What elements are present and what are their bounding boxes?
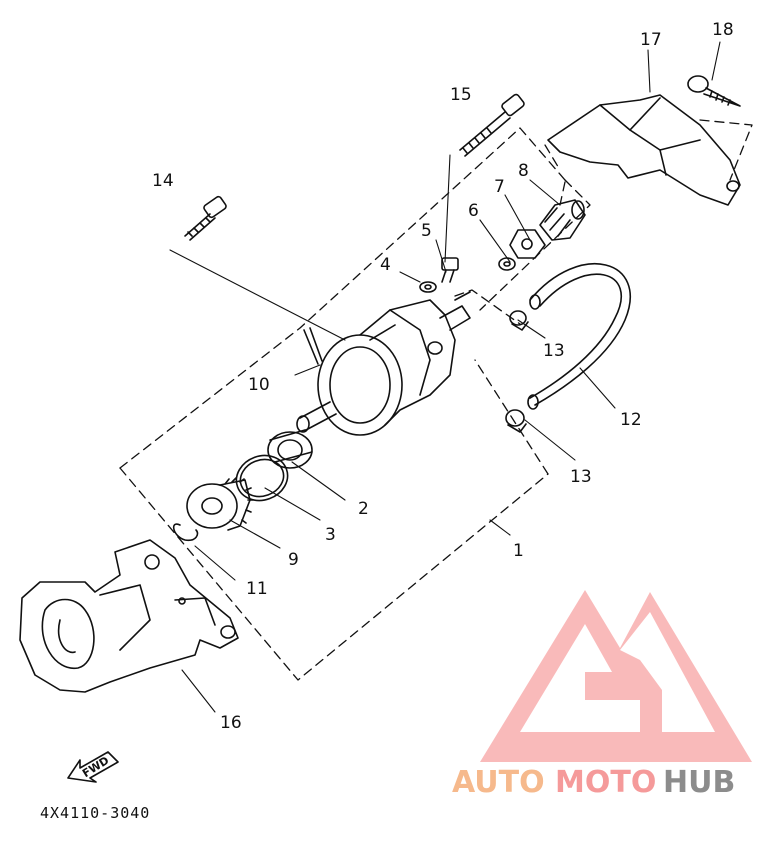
circlip-11-icon xyxy=(172,523,199,542)
brand-hub: HUB xyxy=(663,765,735,800)
callout-18: 18 xyxy=(712,20,734,40)
assembly-boundary-lines xyxy=(119,119,753,681)
callout-13-upper: 13 xyxy=(543,341,565,361)
callout-7: 7 xyxy=(494,177,505,197)
pin-10-icon xyxy=(303,327,323,365)
callout-4: 4 xyxy=(380,255,391,275)
callout-8: 8 xyxy=(518,161,529,181)
bearing-2-icon xyxy=(267,429,313,469)
callout-1: 1 xyxy=(513,541,524,561)
bracket-17-icon xyxy=(547,94,741,206)
automotohub-wordmark: AUTO MOTO HUB xyxy=(452,765,735,800)
callout-2: 2 xyxy=(358,499,369,519)
washer-6-icon xyxy=(498,257,516,271)
cover-16-icon xyxy=(19,539,239,693)
o-ring-3-icon xyxy=(235,454,289,502)
callout-14: 14 xyxy=(152,171,174,191)
callout-11: 11 xyxy=(246,579,268,599)
callout-3: 3 xyxy=(325,525,336,545)
plug-8-icon xyxy=(539,199,586,241)
washer-4-icon xyxy=(419,281,437,293)
brand-moto: MOTO xyxy=(555,765,656,800)
fwd-direction-arrow-icon xyxy=(67,751,119,783)
callout-15: 15 xyxy=(450,85,472,105)
hose-12-icon xyxy=(527,263,632,410)
clamp-13-lower-icon xyxy=(505,409,527,433)
fwd-label: FWD xyxy=(80,754,111,780)
callout-9: 9 xyxy=(288,550,299,570)
callout-17: 17 xyxy=(640,30,662,50)
bolt-15-icon xyxy=(459,93,525,157)
oil-pump-assembly-icon xyxy=(296,291,471,436)
gear-9-icon xyxy=(186,477,254,531)
callout-13-lower: 13 xyxy=(570,467,592,487)
part-number: 4X4110-3040 xyxy=(40,804,150,822)
bolt-5-icon xyxy=(441,257,459,283)
callout-16: 16 xyxy=(220,713,242,733)
brand-auto: AUTO xyxy=(452,765,545,800)
nut-7-icon xyxy=(509,229,546,259)
callout-12: 12 xyxy=(620,410,642,430)
callout-10: 10 xyxy=(248,375,270,395)
screw-18-icon xyxy=(687,75,741,107)
callout-labels: 1 2 3 4 5 6 7 8 9 10 11 12 13 13 14 15 1… xyxy=(152,20,734,733)
clamp-13-upper-icon xyxy=(509,310,529,331)
callout-5: 5 xyxy=(421,221,432,241)
callout-6: 6 xyxy=(468,201,479,221)
automotohub-logo-icon xyxy=(480,590,752,762)
bolt-14-icon xyxy=(184,195,227,241)
